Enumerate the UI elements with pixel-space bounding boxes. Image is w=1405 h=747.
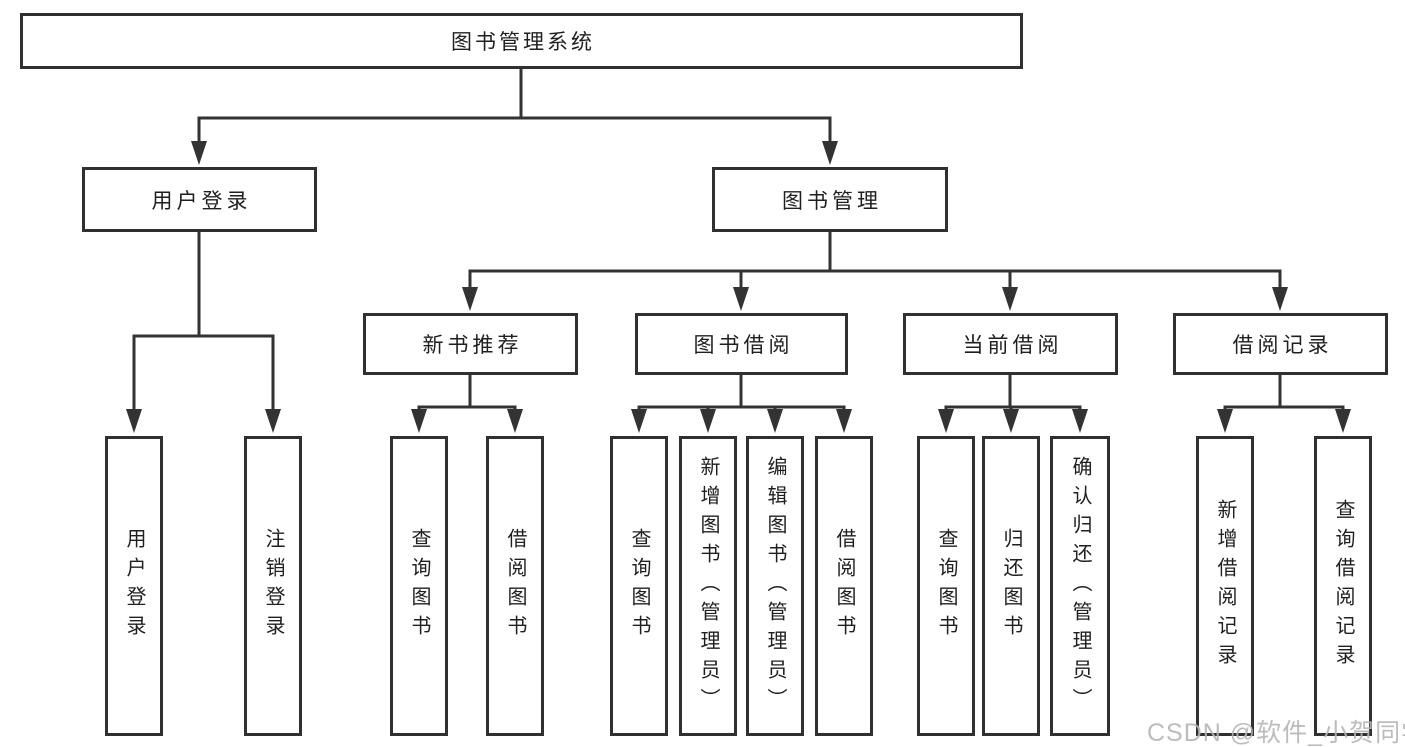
node-label: 用户登录 <box>151 189 252 213</box>
leaf-user-login: 用户登录 <box>105 436 163 736</box>
leaf-records-query-borrow-record: 查询借阅记录 <box>1314 436 1372 736</box>
leaf-logout: 注销登录 <box>244 436 302 736</box>
node-borrowing-records: 借阅记录 <box>1173 313 1388 375</box>
leaf-label: 借阅图书 <box>833 528 855 644</box>
watermark-text: CSDN @软件_小贺同学 <box>1147 719 1405 747</box>
leaf-borrowing-borrow-books: 借阅图书 <box>815 436 873 736</box>
leaf-borrowing-add-books-admin: 新增图书（管理员） <box>679 436 737 736</box>
leaf-label: 确认归还（管理员） <box>1069 455 1091 717</box>
node-label: 借阅记录 <box>1232 334 1333 357</box>
node-book-management: 图书管理 <box>712 167 948 232</box>
leaf-label: 注销登录 <box>262 528 284 644</box>
leaf-current-return-books: 归还图书 <box>982 436 1040 736</box>
node-book-borrowing: 图书借阅 <box>635 313 848 375</box>
leaf-borrowing-query-books: 查询图书 <box>610 436 668 736</box>
leaf-recommend-borrow-books: 借阅图书 <box>486 436 544 736</box>
leaf-recommend-query-books: 查询图书 <box>390 436 448 736</box>
leaf-label: 查询借阅记录 <box>1332 499 1354 673</box>
leaf-label: 编辑图书（管理员） <box>764 455 786 717</box>
leaf-borrowing-edit-books-admin: 编辑图书（管理员） <box>746 436 804 736</box>
leaf-label: 查询图书 <box>408 528 430 644</box>
leaf-label: 新增借阅记录 <box>1214 499 1236 673</box>
leaf-label: 查询图书 <box>628 528 650 644</box>
leaf-records-add-borrow-record: 新增借阅记录 <box>1196 436 1254 736</box>
node-user-login: 用户登录 <box>82 167 317 232</box>
node-label: 新书推荐 <box>422 334 523 357</box>
leaf-label: 查询图书 <box>935 528 957 644</box>
node-label: 当前借阅 <box>962 334 1063 357</box>
leaf-label: 新增图书（管理员） <box>697 455 719 717</box>
leaf-label: 借阅图书 <box>504 528 526 644</box>
node-label: 图书借阅 <box>693 334 794 357</box>
leaf-label: 用户登录 <box>123 528 145 644</box>
leaf-current-confirm-return-admin: 确认归还（管理员） <box>1050 436 1110 736</box>
leaf-current-query-books: 查询图书 <box>917 436 975 736</box>
node-new-book-recommendation: 新书推荐 <box>363 313 578 375</box>
node-current-borrowing: 当前借阅 <box>903 313 1118 375</box>
node-label: 图书管理系统 <box>451 31 595 54</box>
leaf-label: 归还图书 <box>1000 528 1022 644</box>
node-label: 图书管理 <box>782 189 882 213</box>
node-library-management-system: 图书管理系统 <box>20 13 1023 69</box>
